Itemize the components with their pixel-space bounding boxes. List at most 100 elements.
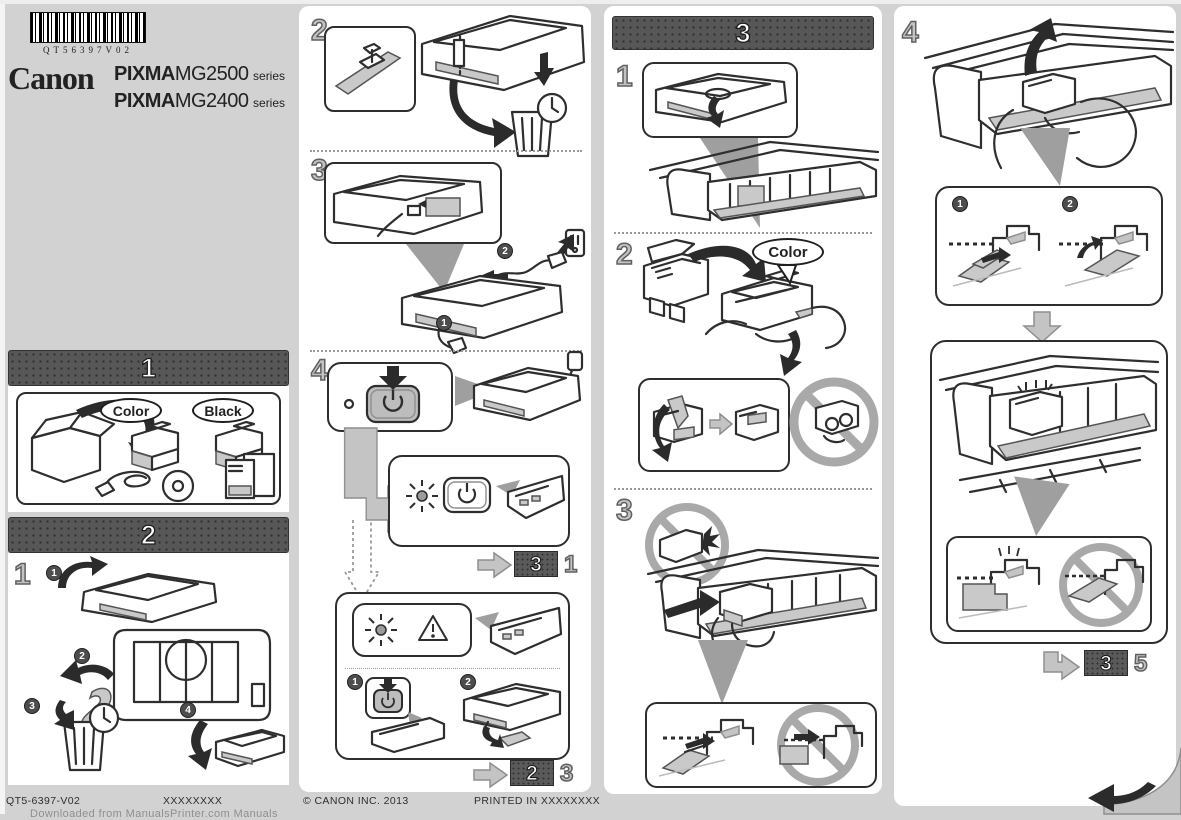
push-arrow-icon: [981, 247, 1011, 263]
model-line-2: PIXMAMG2400 series: [114, 90, 286, 112]
insert-wrong-sign: [777, 704, 864, 786]
pointer-triangle: [698, 640, 748, 704]
printer-tape-icon: [462, 682, 562, 748]
rotate-up-arrow-icon: [1077, 236, 1103, 258]
alarm-remedy-illustration: [365, 677, 562, 754]
power-symbol-icon: [382, 390, 404, 412]
footer-placeholder: XXXXXXXX: [163, 795, 223, 807]
connect-mark-1: 1: [436, 315, 452, 331]
cartridge-bump-icon: [658, 526, 720, 564]
place-arrow-icon: [188, 720, 212, 770]
printer-top-rear-icon: [420, 14, 586, 92]
cartridge-unpack-illustration: [642, 238, 847, 376]
bubble-tail: [776, 264, 798, 286]
pointer-triangle: [1014, 476, 1070, 537]
peel-arrow-icon: [652, 404, 672, 462]
barcode: [30, 12, 146, 43]
click-steps-box: [935, 186, 1163, 306]
step-number: 3: [310, 154, 328, 187]
alarm-lamp-illustration: [352, 603, 563, 657]
manuals-icon: [224, 452, 276, 500]
power-cable-icon: [494, 259, 558, 278]
cartridge-lift-icon: [1021, 72, 1077, 115]
color-label-bubble: Color: [100, 398, 162, 423]
back-arrow-icon: [1088, 782, 1156, 812]
step-number: 3: [615, 494, 633, 527]
printer-open-interior-icon: [648, 140, 880, 222]
carton-box-icon: [30, 410, 116, 484]
printer-rear-icon: [112, 628, 272, 722]
brand-name: PIXMA: [114, 90, 175, 112]
alarm-mark-1: 1: [347, 674, 363, 690]
alarm-lamp-lit-icon: [365, 614, 397, 646]
goto-arrow: [473, 761, 509, 789]
divider: [614, 488, 872, 490]
power-symbol-icon: [457, 483, 477, 504]
printer-front-icon: [654, 72, 788, 124]
discard-arrow-icon: [54, 700, 74, 730]
color-cartridge-icon: [130, 420, 180, 472]
alarm-mark-2: 2: [460, 674, 476, 690]
rollers-icon: [958, 446, 1142, 494]
section-1-header: 1: [8, 350, 289, 386]
flow-down-arrow: [1022, 311, 1062, 344]
click-starburst-icon: [1017, 380, 1053, 393]
click-step2-diagram: [1059, 224, 1149, 287]
goto-section-badge: 2: [510, 760, 554, 786]
section-3-number: 3: [735, 17, 751, 48]
cartridge-tilting-icon: [1083, 249, 1141, 277]
black-label-bubble: Black: [192, 398, 254, 423]
remove-arrow-icon: [688, 245, 766, 282]
open-arrow-icon: [706, 96, 724, 128]
seated-correct-diagram: [957, 546, 1041, 619]
warning-triangle-icon: [418, 615, 448, 641]
section-3-header: 3: [612, 16, 874, 50]
plug-outlet-illustration: [480, 228, 586, 284]
divider: [614, 232, 872, 234]
cartridge-nozzle-icon: [814, 399, 860, 444]
cartridge-seated-icon: [1008, 380, 1064, 437]
page-edge-left: [0, 0, 5, 814]
trash-bin-icon: [62, 702, 120, 772]
cartridge-straight-icon: [779, 724, 864, 765]
alarm-box-divider: [345, 668, 560, 669]
power-button-illustration: [343, 366, 421, 424]
discard-arrow-icon: [449, 80, 516, 148]
pointer-triangle: [406, 244, 464, 292]
setup-cd-icon: [161, 469, 195, 503]
goto-step-number: 3: [559, 760, 574, 787]
color-label: Color: [768, 243, 808, 261]
step-number: 1: [13, 558, 31, 591]
lift-arrow-icon: [1024, 18, 1057, 76]
footer-part-number: QT5-6397-V02: [6, 795, 81, 807]
substep-mark-3: 3: [24, 698, 40, 714]
goto-step-number: 5: [1133, 650, 1148, 677]
step-number: 2: [310, 14, 328, 47]
printer-rear-cable-icon: [332, 174, 484, 238]
section-2-header: 2: [8, 517, 289, 553]
lower-arrow-icon: [780, 330, 802, 376]
cartridge-seated-icon: [962, 583, 1008, 611]
on-lamp-icon: [343, 398, 355, 410]
turn-page-arrow: [1088, 747, 1181, 815]
cable-connect-illustration: [332, 174, 484, 238]
model-names: PIXMAMG2500 series PIXMAMG2400 series: [114, 62, 285, 116]
power-symbol-icon: [381, 693, 395, 709]
cartridge-clean-icon: [734, 403, 780, 442]
click-step1-diagram: [949, 224, 1041, 287]
flip-arrow-icon: [58, 556, 108, 588]
goto-section-number: 2: [526, 761, 539, 785]
model-line-1: PIXMAMG2500 series: [114, 63, 286, 85]
step-number: 4: [901, 16, 919, 49]
slide-arrow-icon: [685, 733, 715, 749]
step-number: 4: [310, 354, 328, 387]
page-edge-top: [0, 0, 1181, 4]
footer-watermark: Downloaded from ManualsPrinter.com Manua…: [30, 808, 278, 820]
section-1-number: 1: [140, 352, 157, 383]
press-arrow-icon: [379, 366, 407, 390]
printer-ready-icon: [214, 728, 286, 768]
barcode-label: QT56397V02: [43, 45, 133, 55]
carriage-slot-icon: [1099, 224, 1149, 264]
click-starburst-icon: [998, 546, 1020, 557]
goto-section-badge: 3: [514, 551, 558, 577]
